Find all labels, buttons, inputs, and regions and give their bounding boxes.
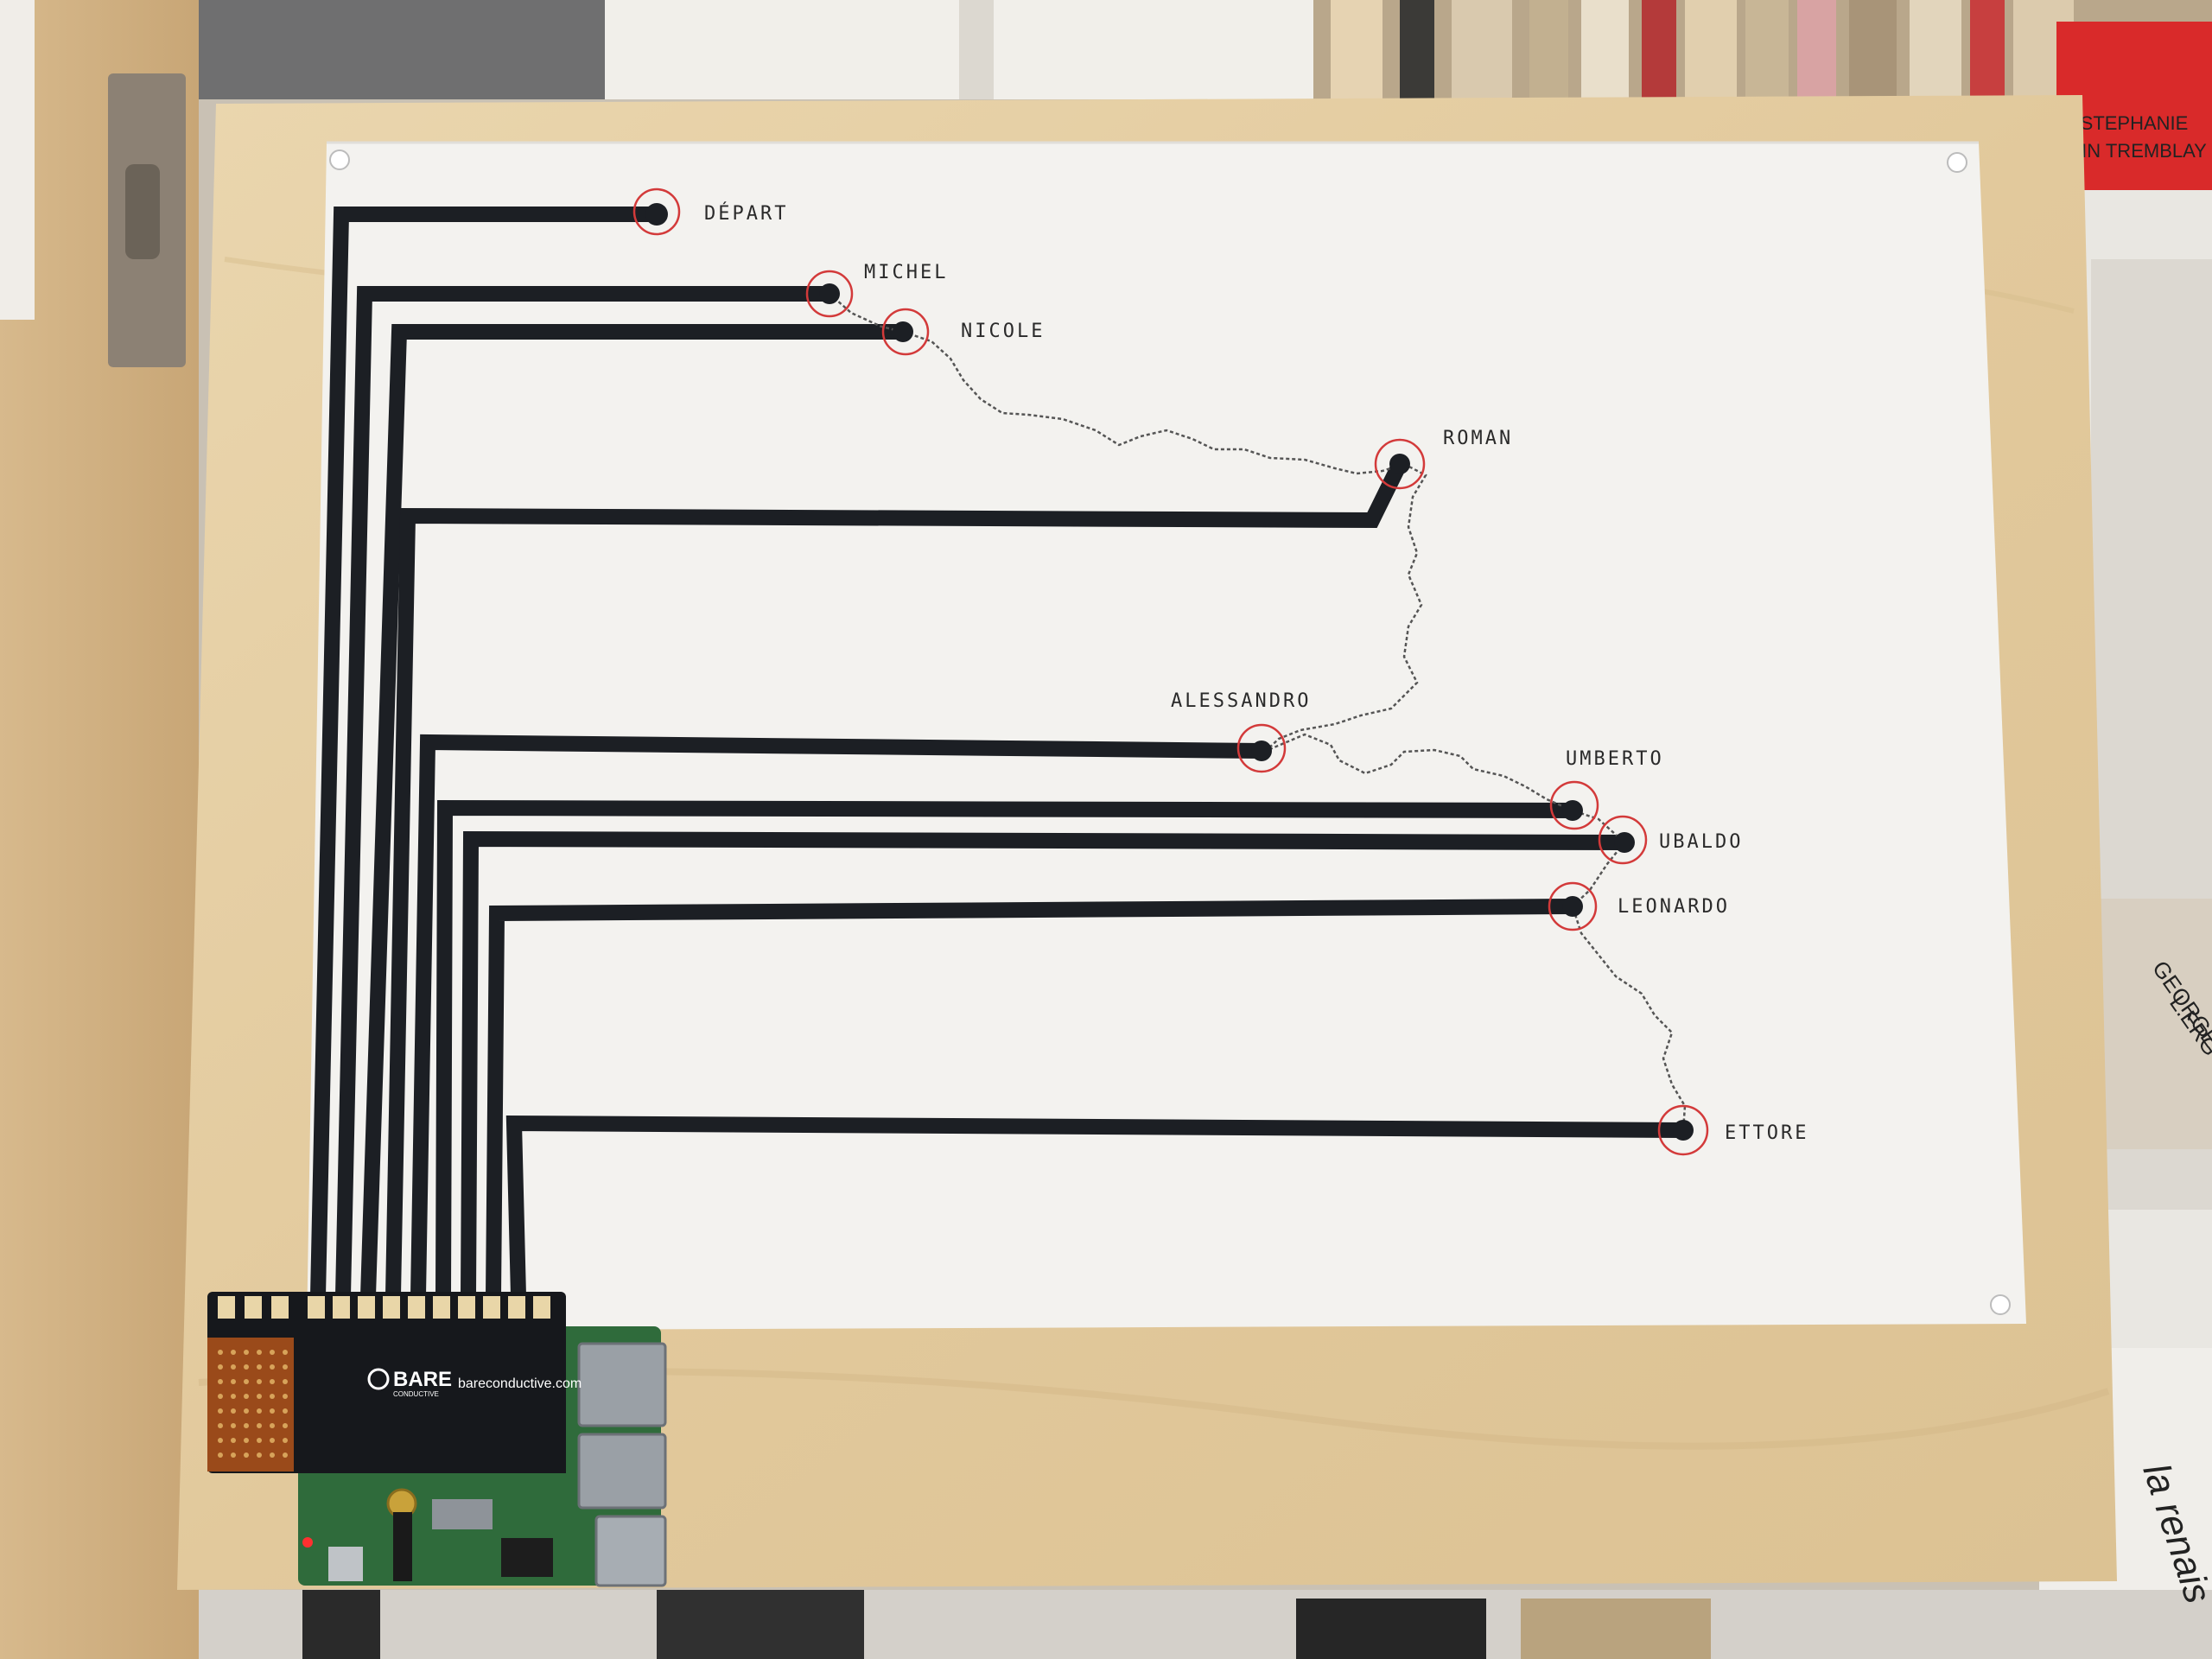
floor-strip <box>199 1590 2212 1659</box>
electrode-dot-umberto <box>1562 800 1583 821</box>
connector-pin-icon <box>245 1296 262 1319</box>
electrode-marker-icon <box>881 308 930 356</box>
ethernet-port <box>594 1515 667 1587</box>
label-roman: ROMAN <box>1443 428 1513 449</box>
connector-pin-icon <box>483 1296 500 1319</box>
electrode-marker-icon <box>805 270 854 318</box>
label-ubaldo: UBALDO <box>1659 831 1743 853</box>
electrode-marker-icon <box>1374 438 1426 490</box>
connector-pin-icon <box>358 1296 375 1319</box>
touch-board: BARE CONDUCTIVE bareconductive.com <box>207 1292 582 1473</box>
connector-pin-icon <box>408 1296 425 1319</box>
bare-logo-icon <box>367 1368 390 1390</box>
connector-pin-icon <box>508 1296 525 1319</box>
door-edge <box>0 0 35 320</box>
mounting-pin-icon <box>329 149 350 170</box>
status-led <box>302 1537 313 1548</box>
electrode-dot-ubaldo <box>1614 832 1635 853</box>
electrode-dot-nicole <box>893 321 913 342</box>
label-umberto: UMBERTO <box>1566 748 1664 770</box>
electrode-marker-icon <box>1598 815 1648 865</box>
label-alessandro: ALESSANDRO <box>1171 690 1311 712</box>
connector-pin-icon <box>218 1296 235 1319</box>
connector-pin-icon <box>458 1296 475 1319</box>
label-ettore: ETTORE <box>1725 1122 1808 1144</box>
trace-ubaldo <box>461 830 1632 1304</box>
usb-port <box>577 1342 667 1427</box>
electrode-dot-depart <box>645 203 668 226</box>
electrode-marker-icon <box>1657 1104 1709 1156</box>
electrode-dot-michel <box>819 283 840 304</box>
trace-nicole <box>360 324 911 1304</box>
proto-grid <box>218 1350 288 1458</box>
connector-pin-icon <box>383 1296 400 1319</box>
wall-panel <box>199 0 605 99</box>
book-spine-text-1: STEPHANIE <box>2081 112 2189 134</box>
trace-alessandro <box>410 734 1269 1304</box>
board-url: bareconductive.com <box>458 1376 582 1391</box>
electrode-marker-icon <box>1548 881 1598 931</box>
mounting-pin-icon <box>1990 1294 2011 1315</box>
electrode-marker-icon <box>1549 780 1599 830</box>
label-leonardo: LEONARDO <box>1618 896 1730 918</box>
connector-pin-icon <box>333 1296 350 1319</box>
electrode-dot-leonardo <box>1562 896 1583 917</box>
book-right-mid <box>2100 899 2212 1149</box>
electrode-dot-alessandro <box>1251 741 1272 761</box>
label-nicole: NICOLE <box>961 321 1045 342</box>
trace-michel <box>335 286 837 1304</box>
electrode-marker-icon <box>632 188 681 236</box>
route-dotted-line <box>829 293 1687 1131</box>
label-michel: MICHEL <box>864 262 948 283</box>
board-brand: BARE <box>393 1368 452 1391</box>
electrode-dot-roman <box>1389 454 1410 474</box>
trace-roman <box>385 456 1408 1304</box>
stop-labels: DÉPART MICHEL NICOLE ROMAN ALESSANDRO UM… <box>704 202 1808 1144</box>
connector-pin-icon <box>433 1296 450 1319</box>
trace-depart <box>310 207 664 1304</box>
trace-umberto <box>435 799 1580 1304</box>
hdmi-port <box>432 1499 493 1529</box>
mounting-pin-icon <box>1947 152 1967 173</box>
label-depart: DÉPART <box>704 202 788 225</box>
connector-pin-icon <box>271 1296 289 1319</box>
trace-leonardo <box>486 899 1580 1304</box>
connector-pin-icon <box>533 1296 550 1319</box>
electrode-markers <box>632 188 1709 1156</box>
usb-port <box>577 1433 667 1510</box>
paper-sheet <box>307 143 2026 1331</box>
conductive-traces <box>310 207 1691 1304</box>
connector-pin-icon <box>308 1296 325 1319</box>
electrode-pins <box>218 1296 550 1319</box>
electrode-marker-icon <box>1236 723 1287 773</box>
trace-ettore <box>505 1115 1691 1304</box>
board-brand-sub: CONDUCTIVE <box>393 1390 439 1398</box>
electrode-dot-ettore <box>1673 1120 1694 1141</box>
